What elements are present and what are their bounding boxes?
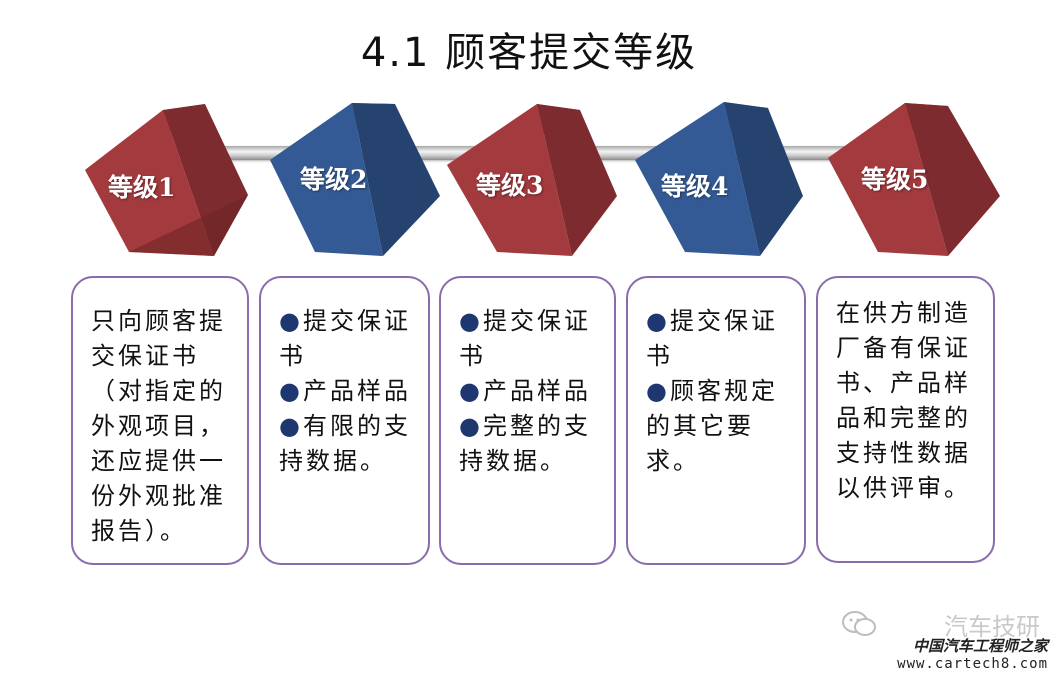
level-4-description-card: ●提交保证书 ●顾客规定的其它要求。 xyxy=(626,276,806,565)
bullet-icon: ● xyxy=(279,377,303,405)
watermark: 中国汽车工程师之家 www.cartech8.com xyxy=(897,635,1048,672)
card-1-line: 份外观批准 xyxy=(91,479,237,514)
level-5-description-card: 在供方制造 厂备有保证 书、产品样 品和完整的 支持性数据 以供评审。 xyxy=(816,276,995,563)
card-5-line: 在供方制造 xyxy=(836,296,983,331)
level-2-label: 等级2 xyxy=(300,160,367,196)
card-2-bullet-item: ●产品样品 xyxy=(279,374,418,409)
card-5-line: 以供评审。 xyxy=(836,471,983,506)
card-5-line: 支持性数据 xyxy=(836,436,983,471)
bullet-icon: ● xyxy=(279,412,303,440)
bullet-icon: ● xyxy=(459,412,483,440)
watermark-site-name: 中国汽车工程师之家 xyxy=(897,635,1048,656)
watermark-url: www.cartech8.com xyxy=(897,656,1048,672)
card-3-bullet-item: ●提交保证书 xyxy=(459,304,604,374)
card-1-line: （对指定的 xyxy=(91,374,237,409)
card-4-bullet-item: ●提交保证书 xyxy=(646,304,794,374)
bullet-icon: ● xyxy=(279,307,303,335)
card-1-line: 外观项目， xyxy=(91,409,237,444)
card-1-line: 交保证书 xyxy=(91,339,237,374)
level-1-description-card: 只向顾客提 交保证书 （对指定的 外观项目， 还应提供一 份外观批准 报告）。 xyxy=(71,276,249,565)
level-3-description-card: ●提交保证书 ●产品样品 ●完整的支持数据。 xyxy=(439,276,616,565)
bullet-icon: ● xyxy=(459,307,483,335)
level-4-label: 等级4 xyxy=(661,167,728,203)
card-1-line: 报告）。 xyxy=(91,514,237,549)
card-1-line: 只向顾客提 xyxy=(91,304,237,339)
bullet-icon: ● xyxy=(459,377,483,405)
level-cubes xyxy=(0,0,1058,280)
card-2-bullet-item: ●有限的支持数据。 xyxy=(279,409,418,479)
level-1-label: 等级1 xyxy=(108,168,175,204)
card-4-bullet-item: ●顾客规定的其它要求。 xyxy=(646,374,794,479)
level-2-description-card: ●提交保证书 ●产品样品 ●有限的支持数据。 xyxy=(259,276,430,565)
wechat-icon xyxy=(842,610,876,638)
bullet-icon: ● xyxy=(646,377,670,405)
card-5-line: 厂备有保证 xyxy=(836,331,983,366)
card-5-line: 品和完整的 xyxy=(836,401,983,436)
card-5-line: 书、产品样 xyxy=(836,366,983,401)
bullet-icon: ● xyxy=(646,307,670,335)
level-3-label: 等级3 xyxy=(476,166,543,202)
card-2-bullet-item: ●提交保证书 xyxy=(279,304,418,374)
level-5-label: 等级5 xyxy=(861,160,928,196)
card-3-bullet-item: ●产品样品 xyxy=(459,374,604,409)
card-1-line: 还应提供一 xyxy=(91,444,237,479)
card-3-bullet-item: ●完整的支持数据。 xyxy=(459,409,604,479)
